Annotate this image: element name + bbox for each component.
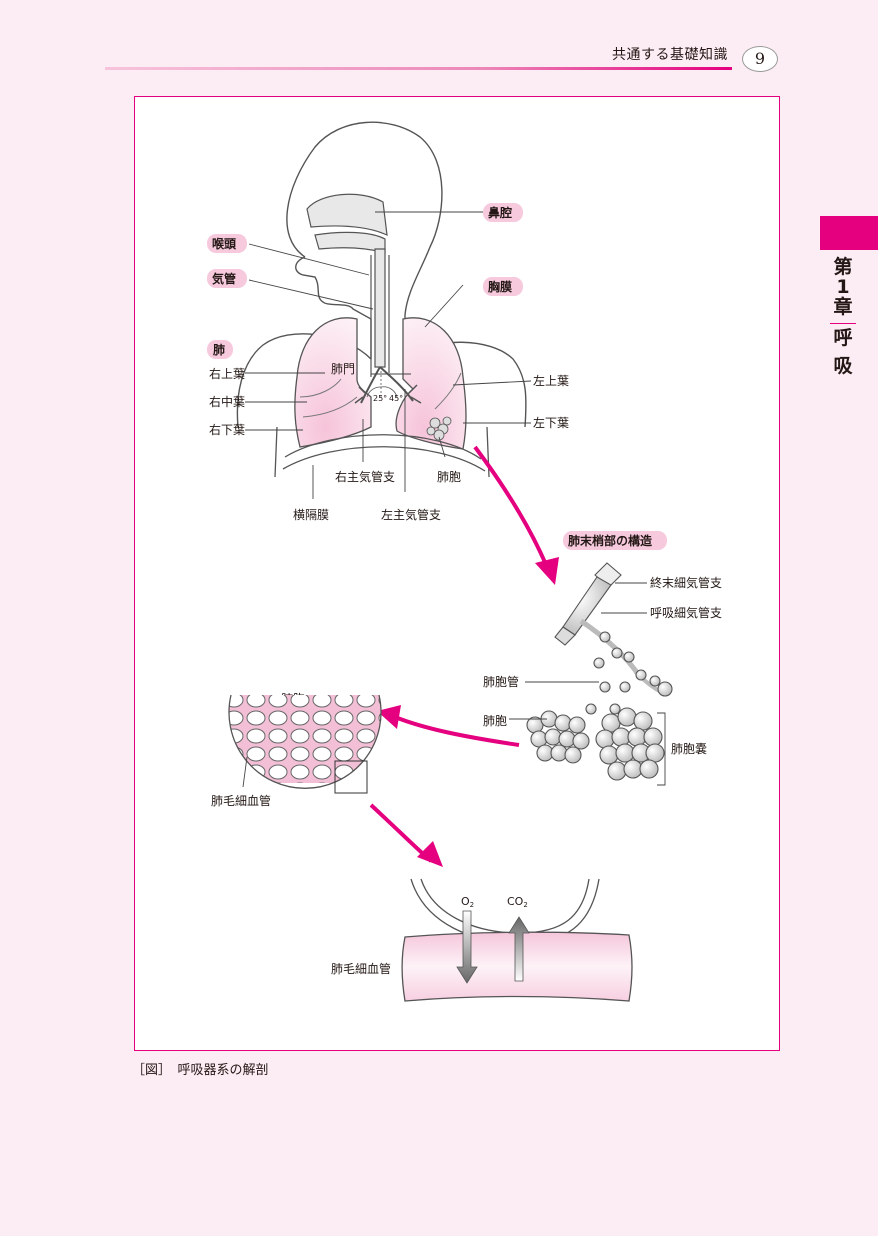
label-pleura: 胸膜 <box>488 279 512 294</box>
alveolar-section: 肺胞 肺毛細血管 <box>211 692 382 808</box>
label-alveolar-duct: 肺胞管 <box>483 674 519 689</box>
label-bg-pleura <box>483 277 523 296</box>
label-diaphragm: 横隔膜 <box>293 508 329 522</box>
arrow-to-gas-exchange <box>369 803 443 867</box>
running-title: 共通する基礎知識 <box>612 47 728 63</box>
header-rule <box>105 67 732 70</box>
label-left-upper-lobe: 左上葉 <box>533 373 569 388</box>
arrow-to-terminal-structure <box>473 445 559 585</box>
label-right-middle-lobe: 右中葉 <box>209 394 245 409</box>
label-o2: O2 <box>461 895 474 909</box>
chapter-title: 呼吸 <box>833 326 853 377</box>
label-hilum: 肺門 <box>331 362 355 376</box>
leader-lines-terminal <box>509 582 666 786</box>
label-larynx: 喉頭 <box>212 236 237 251</box>
label-nasal-cavity: 鼻腔 <box>488 205 512 220</box>
page-number: 9 <box>742 46 778 72</box>
label-bg-terminal-title <box>563 531 667 550</box>
chapter-divider <box>830 322 856 324</box>
label-respiratory-bronchiole: 呼吸細気管支 <box>650 605 722 620</box>
label-trachea: 気管 <box>212 271 236 286</box>
arrow-to-section <box>377 705 520 747</box>
label-left-main-bronchus: 左主気管支 <box>381 507 441 522</box>
figure-frame: 鼻腔 喉頭 気管 胸膜 肺 肺門 右上葉 右中葉 右下葉 左上葉 左下葉 25°… <box>134 96 780 1051</box>
label-alveolar-sac: 肺胞嚢 <box>671 741 707 756</box>
label-bg-larynx <box>207 234 247 253</box>
label-lung: 肺 <box>213 342 225 357</box>
label-pulmonary-capillary: 肺毛細血管 <box>211 793 271 808</box>
label-bg-lung <box>207 340 233 359</box>
gas-exchange-illustration: O2 CO2 肺毛細血管 <box>331 878 633 1002</box>
figure-caption: ［図］ 呼吸器系の解剖 <box>132 1063 269 1078</box>
label-right-upper-lobe: 右上葉 <box>209 366 245 381</box>
terminal-labels: 終末細気管支 呼吸細気管支 肺胞管 肺胞 肺胞嚢 <box>483 575 722 756</box>
label-left-lower-lobe: 左下葉 <box>533 415 569 430</box>
respiratory-anatomy-figure: 鼻腔 喉頭 気管 胸膜 肺 肺門 右上葉 右中葉 右下葉 左上葉 左下葉 25°… <box>207 121 722 1002</box>
label-right-lower-lobe: 右下葉 <box>209 422 245 437</box>
label-co2: CO2 <box>507 895 528 909</box>
label-angle-left: 45° <box>389 394 403 403</box>
nasal-cavity-illustration <box>306 193 388 254</box>
chapter-tab <box>820 216 878 250</box>
label-bg-nasal <box>483 203 523 222</box>
label-bg-trachea <box>207 269 247 288</box>
leader-lines-top <box>245 211 532 499</box>
label-right-main-bronchus: 右主気管支 <box>335 469 395 484</box>
label-alveolus: 肺胞 <box>483 714 507 728</box>
top-labels: 鼻腔 喉頭 気管 胸膜 肺 肺門 右上葉 右中葉 右下葉 左上葉 左下葉 25°… <box>207 203 569 522</box>
label-angle-right: 25° <box>373 394 387 403</box>
label-terminal-bronchiole: 終末細気管支 <box>650 575 722 590</box>
bronchiole-tree <box>526 562 673 781</box>
trachea-illustration <box>370 248 390 377</box>
lungs-illustration <box>274 317 490 478</box>
label-alveolus-top: 肺胞 <box>437 470 461 484</box>
label-capillary-bottom: 肺毛細血管 <box>331 961 391 976</box>
label-terminal-structure-title: 肺末梢部の構造 <box>568 533 653 548</box>
